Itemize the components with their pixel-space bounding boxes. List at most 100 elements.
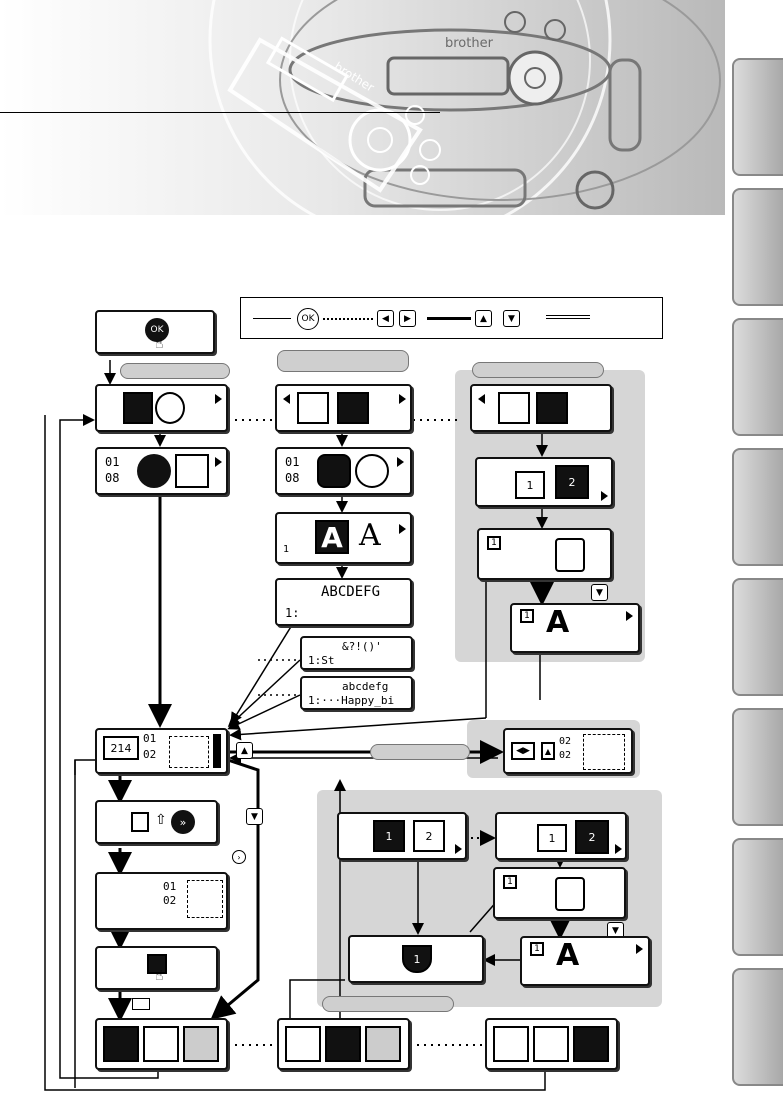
screen-transfer: ⇧ » bbox=[95, 800, 218, 844]
right-arrow-indicator-7 bbox=[626, 611, 633, 621]
edit-return-icon[interactable] bbox=[143, 1026, 179, 1062]
line-number-box: 1 bbox=[520, 609, 534, 623]
crest-frame-icon[interactable] bbox=[555, 538, 585, 572]
edit-heart-icon-3[interactable] bbox=[573, 1026, 609, 1062]
legend-thin-line bbox=[253, 318, 291, 319]
confirm-pos-01: 01 bbox=[163, 880, 177, 893]
edit-return-icon-2[interactable] bbox=[325, 1026, 361, 1062]
screen-frame-shape-2: 1 2 bbox=[495, 812, 627, 860]
screen-frame-select: 01 08 bbox=[275, 447, 412, 495]
entry-line-2: 1:St bbox=[308, 654, 335, 667]
screen-monogram-font: 1 A bbox=[510, 603, 640, 653]
right-arrow-indicator-10 bbox=[636, 944, 643, 954]
chapter-tab-8[interactable] bbox=[732, 968, 783, 1086]
shield-shape-1[interactable]: 1 bbox=[515, 471, 545, 499]
screen-start: OK ☝ bbox=[95, 310, 215, 354]
key-legend: OK ◀ ▶ ▲ ▼ bbox=[240, 297, 663, 339]
screen-start-sewing: ☝ bbox=[95, 946, 218, 990]
chapter-tab-1[interactable] bbox=[732, 58, 783, 176]
pattern-category-icon[interactable] bbox=[123, 392, 153, 424]
text-lines-icon[interactable] bbox=[337, 392, 369, 424]
memory-counter: 214 bbox=[103, 736, 139, 760]
screen-shape-select: 1 2 bbox=[475, 457, 613, 507]
screen-pattern-menu bbox=[95, 384, 228, 432]
adjust-pos-b: 02 bbox=[559, 750, 572, 761]
right-key-icon: ▶ bbox=[399, 310, 416, 327]
screen-text-input-upper: ABCDEFG 1: bbox=[275, 578, 412, 626]
font-serif-a[interactable]: A bbox=[359, 518, 381, 553]
right-arrow-indicator-6 bbox=[601, 491, 608, 501]
legend-thick-line bbox=[427, 317, 471, 320]
layout-scrollbar[interactable] bbox=[213, 734, 221, 768]
decorative-frame-icon[interactable] bbox=[317, 454, 351, 488]
frame-number-box: 1 bbox=[487, 536, 501, 550]
chapter-tab-3[interactable] bbox=[732, 318, 783, 436]
screen-font-select: 1 A A bbox=[275, 512, 412, 564]
screen-frame-preview: 1 bbox=[348, 935, 484, 983]
screen-layout-main: 214 01 02 bbox=[95, 728, 228, 774]
screen-pattern-select: 01 08 bbox=[95, 447, 228, 495]
entry-line-1: 1: bbox=[285, 606, 300, 620]
caption-pill-left bbox=[120, 363, 230, 379]
frame-pattern-icon[interactable] bbox=[297, 392, 329, 424]
edit-heart-icon-2[interactable] bbox=[365, 1026, 401, 1062]
monogram-shield-icon[interactable] bbox=[536, 392, 568, 424]
right-arrow-indicator bbox=[215, 394, 222, 404]
frame-shield-1[interactable]: 1 bbox=[537, 824, 567, 852]
text-lines-icon-2[interactable] bbox=[498, 392, 530, 424]
frame-heart-2[interactable]: 2 bbox=[413, 820, 445, 852]
chapter-tab-7[interactable] bbox=[732, 838, 783, 956]
screen-layout-adjust: ◀▶ ▲ 02 02 bbox=[503, 728, 633, 774]
title-rule bbox=[0, 112, 440, 113]
edit-machine-icon-2[interactable] bbox=[285, 1026, 321, 1062]
adjust-preview-frame bbox=[583, 734, 625, 770]
char-row-symbols: &?!()' bbox=[342, 640, 382, 653]
left-arrow-indicator bbox=[283, 394, 290, 404]
chapter-tab-2[interactable] bbox=[732, 188, 783, 306]
entry-line-3: 1:···Happy_bi bbox=[308, 694, 395, 707]
right-arrow-indicator-2 bbox=[215, 457, 222, 467]
page-current: 01 bbox=[105, 455, 120, 469]
screen-frame-shape-1: 1 2 bbox=[337, 812, 467, 860]
up-down-adjust-icon[interactable]: ▲ bbox=[541, 742, 555, 760]
screen-frame-style-2: 1 bbox=[493, 867, 626, 919]
screen-monogram-menu bbox=[470, 384, 612, 432]
machine-illustration bbox=[208, 0, 721, 215]
ok-button[interactable]: OK bbox=[145, 318, 169, 342]
position-02: 02 bbox=[143, 748, 157, 761]
screen-monogram-font-2: 1 A bbox=[520, 936, 650, 986]
edit-heart-icon[interactable] bbox=[183, 1026, 219, 1062]
chapter-tab-4[interactable] bbox=[732, 448, 783, 566]
left-arrow-indicator-2 bbox=[478, 394, 485, 404]
frame-category-icon[interactable] bbox=[155, 392, 185, 424]
font-bold-a[interactable]: A bbox=[315, 520, 349, 554]
chapter-tab-6[interactable] bbox=[732, 708, 783, 826]
edit-machine-icon[interactable] bbox=[103, 1026, 139, 1062]
right-arrow-indicator-4 bbox=[397, 457, 404, 467]
start-button-icon[interactable] bbox=[147, 954, 167, 974]
right-arrow-indicator-9 bbox=[615, 844, 622, 854]
right-arrow-indicator-3 bbox=[399, 394, 406, 404]
finger-press-icon: ☝ bbox=[155, 336, 164, 352]
right-arrow-indicator-8 bbox=[455, 844, 462, 854]
screen-frame-style: 1 bbox=[477, 528, 612, 580]
crest-frame-icon-2[interactable] bbox=[555, 877, 585, 911]
frame-heart-dark-2[interactable]: 2 bbox=[575, 820, 609, 854]
chapter-tab-5[interactable] bbox=[732, 578, 783, 696]
heart-shape-2[interactable]: 2 bbox=[555, 465, 589, 499]
left-right-adjust-icon[interactable]: ◀▶ bbox=[511, 742, 535, 760]
screen-frame-menu bbox=[275, 384, 412, 432]
frame-shape-dark-1[interactable]: 1 bbox=[373, 820, 405, 852]
forward-icon[interactable]: » bbox=[171, 810, 195, 834]
screen-edit-menu-1 bbox=[95, 1018, 228, 1070]
clover-pattern-icon[interactable] bbox=[175, 454, 209, 488]
adjust-pos-a: 02 bbox=[559, 736, 572, 747]
edit-return-icon-3[interactable] bbox=[533, 1026, 569, 1062]
legend-double-line bbox=[546, 315, 590, 319]
position-01: 01 bbox=[143, 732, 157, 745]
edit-machine-icon-3[interactable] bbox=[493, 1026, 529, 1062]
page-total-2: 08 bbox=[285, 471, 300, 485]
heart-frame-icon[interactable] bbox=[355, 454, 389, 488]
line-number-box-2: 1 bbox=[530, 942, 544, 956]
embroidery-pattern-icon[interactable] bbox=[137, 454, 171, 488]
